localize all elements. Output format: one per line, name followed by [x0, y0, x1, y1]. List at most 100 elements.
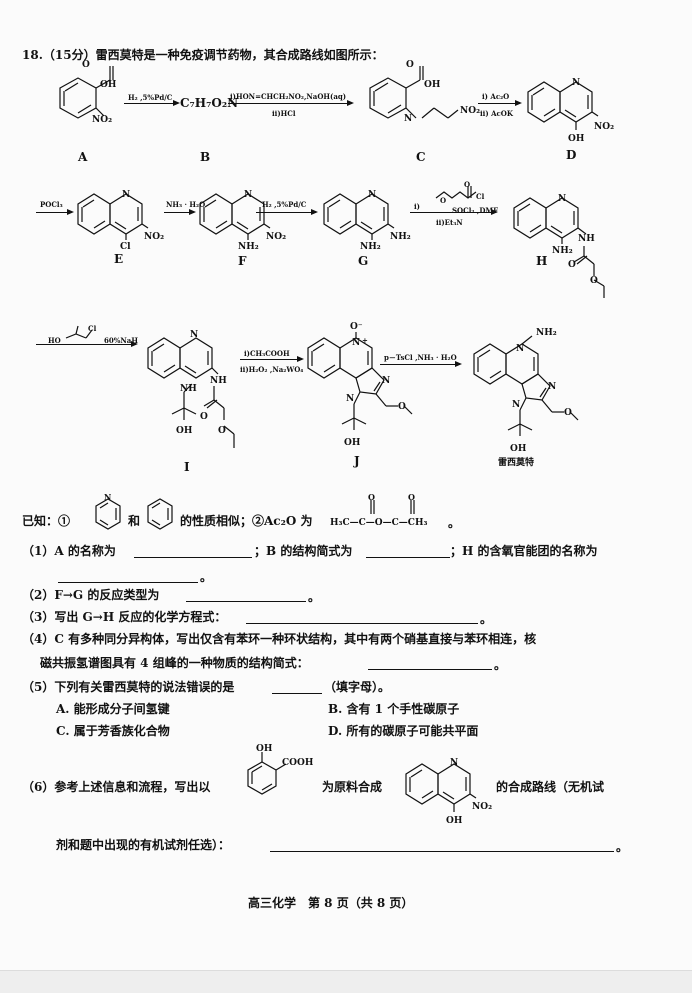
exam-page: 18.（15分）雷西莫特是一种免疫调节药物，其合成路线如图所示： OH O NO…	[22, 48, 629, 910]
reagent-label: ii)H₂O₂ ,Na₂WO₄	[240, 365, 304, 374]
reagent-label: NH₃ · H₂O	[166, 200, 206, 209]
atom-label: O	[218, 426, 226, 436]
reaction-arrow	[164, 209, 196, 215]
q1-a-answer-blank[interactable]	[134, 557, 252, 558]
compound-label-D: D	[566, 148, 577, 162]
q5-answer-blank[interactable]	[272, 693, 322, 694]
atom-label: OH	[568, 134, 585, 144]
q3-end: 。	[480, 612, 493, 626]
atom-label: +	[362, 336, 368, 345]
atom-label: HO	[48, 336, 61, 345]
reaction-arrow	[124, 100, 180, 106]
q6-b-text: 为原料合成	[322, 780, 383, 794]
q5-text: （5）下列有关雷西莫特的说法错误的是	[22, 680, 235, 694]
atom-label: N	[190, 330, 199, 340]
molecule-resiquimod	[473, 335, 579, 436]
molecule-H	[513, 197, 605, 298]
molecule-A	[59, 66, 114, 119]
atom-label: Cl	[88, 324, 97, 333]
compound-label-H: H	[536, 254, 548, 268]
reaction-arrow	[478, 100, 522, 106]
atom-label: NH₂	[536, 328, 557, 338]
q3-answer-blank[interactable]	[246, 623, 478, 624]
molecule-salicylic-acid	[247, 752, 287, 795]
option-D[interactable]: D. 所有的碳原子可能共平面	[328, 724, 479, 738]
q1-b-text: ；B 的结构简式为	[254, 544, 353, 558]
q3-text: （3）写出 G→H 反应的化学方程式：	[22, 610, 227, 624]
atom-label: Cl	[120, 242, 131, 252]
q6-line2: 剂和题中出现的有机试剂任选）：	[56, 838, 231, 852]
q1-c-text: ；H 的含氧官能团的名称为	[450, 544, 598, 558]
atom-label: OH	[176, 426, 193, 436]
atom-label: O	[564, 408, 572, 418]
compound-label-J: J	[354, 454, 360, 468]
atom-label: O	[398, 402, 406, 412]
reagent-label: i)HON=CHCH₂NO₂,NaOH(aq)	[230, 92, 347, 101]
q4-line2: 磁共振氢谱图具有 4 组峰的一种物质的结构简式：	[40, 656, 309, 670]
q6-c-text: 的合成路线（无机试	[496, 780, 605, 794]
q5-after: （填字母）。	[324, 680, 391, 694]
q1-end: 。	[200, 570, 213, 584]
compound-label-E: E	[114, 252, 124, 266]
atom-label: COOH	[282, 758, 314, 768]
q4-end: 。	[494, 658, 507, 672]
compound-label-I: I	[184, 460, 190, 474]
atom-label: N	[122, 190, 131, 200]
reagent-label: i) Ac₂O	[482, 92, 510, 101]
molecule-F	[199, 193, 271, 240]
q4-answer-blank[interactable]	[368, 669, 492, 670]
option-A[interactable]: A. 能形成分子间氢键	[56, 702, 170, 716]
atom-label: NO₂	[472, 802, 493, 812]
reagent-label: ii)Et₃N	[436, 218, 463, 227]
carbonyl-bonds	[370, 500, 415, 514]
q6-answer-blank[interactable]	[270, 851, 614, 852]
reagent-ethoxyacetyl-chloride	[435, 186, 477, 199]
atom-label: NH	[578, 234, 595, 244]
atom-label: N	[244, 190, 253, 200]
atom-label: OH	[256, 744, 273, 754]
atom-label: Cl	[476, 192, 485, 201]
atom-label: OH	[344, 438, 361, 448]
atom-label: N	[558, 194, 567, 204]
atom-label: OH	[100, 80, 117, 90]
atom-label: N	[572, 78, 581, 88]
reagent-label: POCl₃	[40, 200, 63, 209]
reagent-chloro-alcohol	[65, 325, 93, 339]
atom-label: O⁻	[350, 322, 363, 332]
known-period: 。	[448, 516, 461, 530]
molecule-target-quinoline	[405, 763, 477, 812]
q2-answer-blank[interactable]	[186, 601, 306, 602]
q2-text: （2）F→G 的反应类型为	[22, 588, 160, 602]
atom-label: NO₂	[460, 106, 481, 116]
q2-end: 。	[308, 590, 321, 604]
compound-label-F: F	[238, 254, 247, 268]
molecule-E	[77, 193, 149, 240]
q1-b-answer-blank[interactable]	[366, 557, 450, 558]
reagent-label: 60%NaH	[104, 336, 138, 345]
compound-label-resiquimod: 雷西莫特	[498, 458, 535, 468]
q1-c-answer-blank[interactable]	[58, 582, 198, 583]
option-B[interactable]: B. 含有 1 个手性碳原子	[328, 702, 460, 716]
question-header: 18.（15分）雷西莫特是一种免疫调节药物，其合成路线如图所示：	[22, 48, 384, 62]
atom-label: NO₂	[92, 115, 113, 125]
benzene-ring	[147, 498, 173, 530]
known-text: 的性质相似；②Ac₂O 为	[180, 514, 313, 528]
reagent-label: p－TsCl ,NH₃ · H₂O	[384, 353, 457, 362]
reagent-label: SOCl₂ ,DMF	[452, 206, 499, 215]
compound-label-C: C	[416, 150, 426, 164]
atom-label: N	[382, 376, 391, 386]
atom-label: NH	[180, 384, 197, 394]
reaction-arrow	[256, 209, 318, 215]
option-C[interactable]: C. 属于芳香族化合物	[56, 724, 170, 738]
molecule-G	[323, 193, 395, 240]
atom-label: N	[104, 492, 112, 502]
reaction-arrow	[240, 356, 304, 362]
atom-label: OH	[424, 80, 441, 90]
reagent-label: H₂ ,5%Pd/C	[128, 93, 173, 102]
atom-label: NH₂	[238, 242, 259, 252]
reagent-label: H₂ ,5%Pd/C	[262, 200, 307, 209]
q1-a-text: （1）A 的名称为	[22, 544, 116, 558]
known-prefix: 已知：①	[22, 514, 71, 528]
reaction-arrow	[410, 209, 498, 215]
reaction-arrow	[36, 209, 74, 215]
